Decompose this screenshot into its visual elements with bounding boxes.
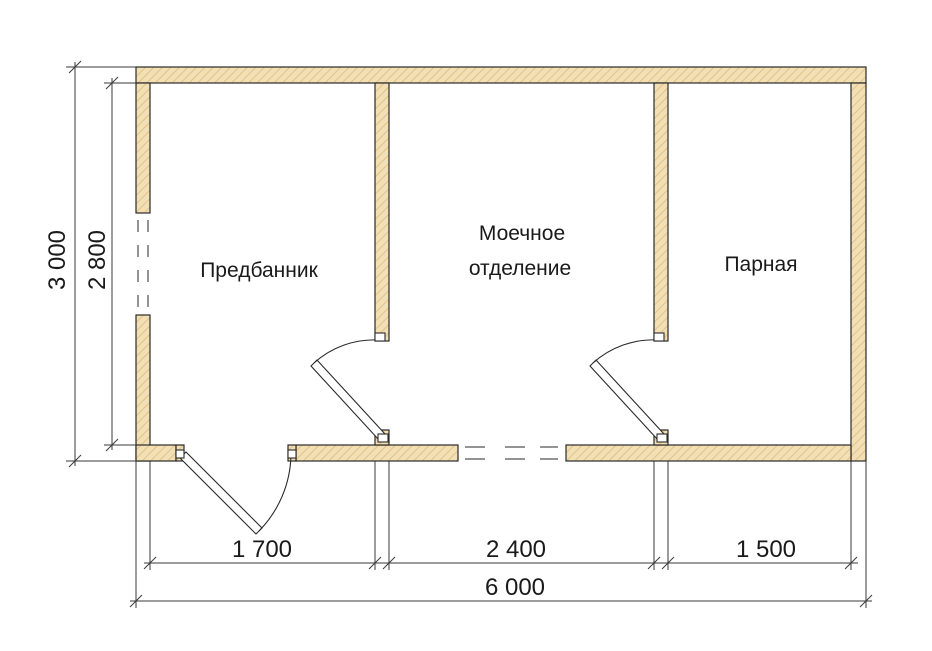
wall-bottom-right [565,444,852,462]
wall-right [850,82,867,462]
door-steamroom [589,332,668,443]
partition-2 [653,82,669,342]
door-washroom [310,332,389,443]
window-left [137,220,149,307]
dimension-label-width-total: 6 000 [485,574,545,601]
dimension-label-height-inner: 2 800 [84,230,111,290]
window-bottom [465,446,558,460]
room-label-parnaya: Парная [724,253,797,276]
wall-left-upper [135,82,151,214]
dimension-label-height-outer: 3 000 [44,230,71,290]
dimension-label-width-room3: 1 500 [736,536,796,563]
wall-bottom-mid [295,444,459,462]
room-label-predbannik: Предбанник [200,259,318,282]
room-label-moechnoe-line1: Моечное [479,222,565,245]
room-label-moechnoe-line2: отделение [469,257,571,280]
wall-bottom-left [135,444,177,462]
partition-1 [374,82,390,342]
walls [135,66,867,462]
door-entrance [175,449,297,535]
wall-left-lower [135,314,151,462]
dimension-label-width-room1: 1 700 [232,536,292,563]
dimension-lines [66,60,873,608]
dimension-label-width-room2: 2 400 [486,536,546,563]
wall-top [135,66,867,84]
